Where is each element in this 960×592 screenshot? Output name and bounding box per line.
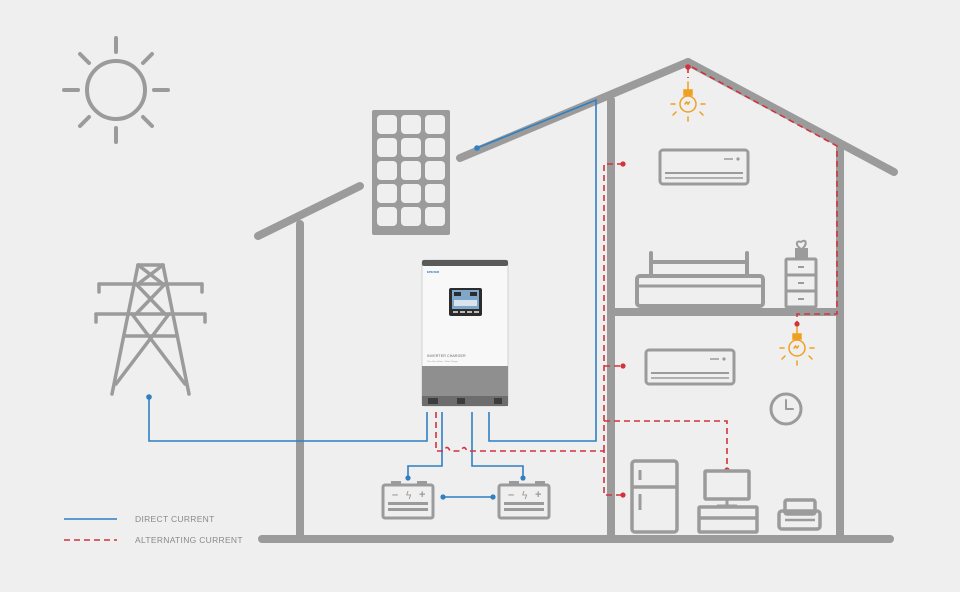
inverter-charger: EPEVER INVERTER CHARGER Pure Sine Wave ·… <box>421 259 509 407</box>
air-conditioner-upper-icon <box>658 148 750 186</box>
television-icon <box>703 469 751 508</box>
armchair-icon <box>777 498 822 531</box>
legend-dc-label: DIRECT CURRENT <box>135 514 215 524</box>
battery-right-minus: – <box>508 489 514 501</box>
refrigerator-icon <box>630 459 679 534</box>
battery-left-minus: – <box>392 489 398 501</box>
ac-wire-nodes <box>620 64 800 498</box>
sun-icon <box>62 36 170 144</box>
legend: DIRECT CURRENT ALTERNATING CURRENT <box>64 514 243 545</box>
dc-wire-nodes <box>146 145 526 500</box>
legend-ac-label: ALTERNATING CURRENT <box>135 535 243 545</box>
inverter-label: INVERTER CHARGER <box>427 354 466 358</box>
tv-cabinet-icon <box>697 505 759 534</box>
potted-plant-icon <box>795 239 808 259</box>
battery-left-bolt: ϟ <box>405 489 412 502</box>
battery-right: – ϟ + <box>497 481 551 520</box>
dc-wiring <box>148 98 597 498</box>
inverter-brand: EPEVER <box>427 270 440 274</box>
battery-left-plus: + <box>419 489 425 501</box>
power-pylon-icon <box>94 263 207 396</box>
light-bulb-top-icon <box>670 81 706 122</box>
solar-panel-icon <box>372 110 450 235</box>
air-conditioner-lower-icon <box>644 348 736 386</box>
battery-left: – ϟ + <box>381 481 435 520</box>
house-structure <box>254 58 898 543</box>
bed-icon <box>635 251 765 308</box>
battery-right-bolt: ϟ <box>521 489 528 502</box>
inverter-sublabel: Pure Sine Wave · Solar Charge <box>427 360 458 363</box>
light-bulb-lower-icon <box>779 326 815 366</box>
wall-clock-icon <box>769 392 803 426</box>
battery-right-plus: + <box>535 489 541 501</box>
drawer-cabinet-icon <box>784 257 818 309</box>
